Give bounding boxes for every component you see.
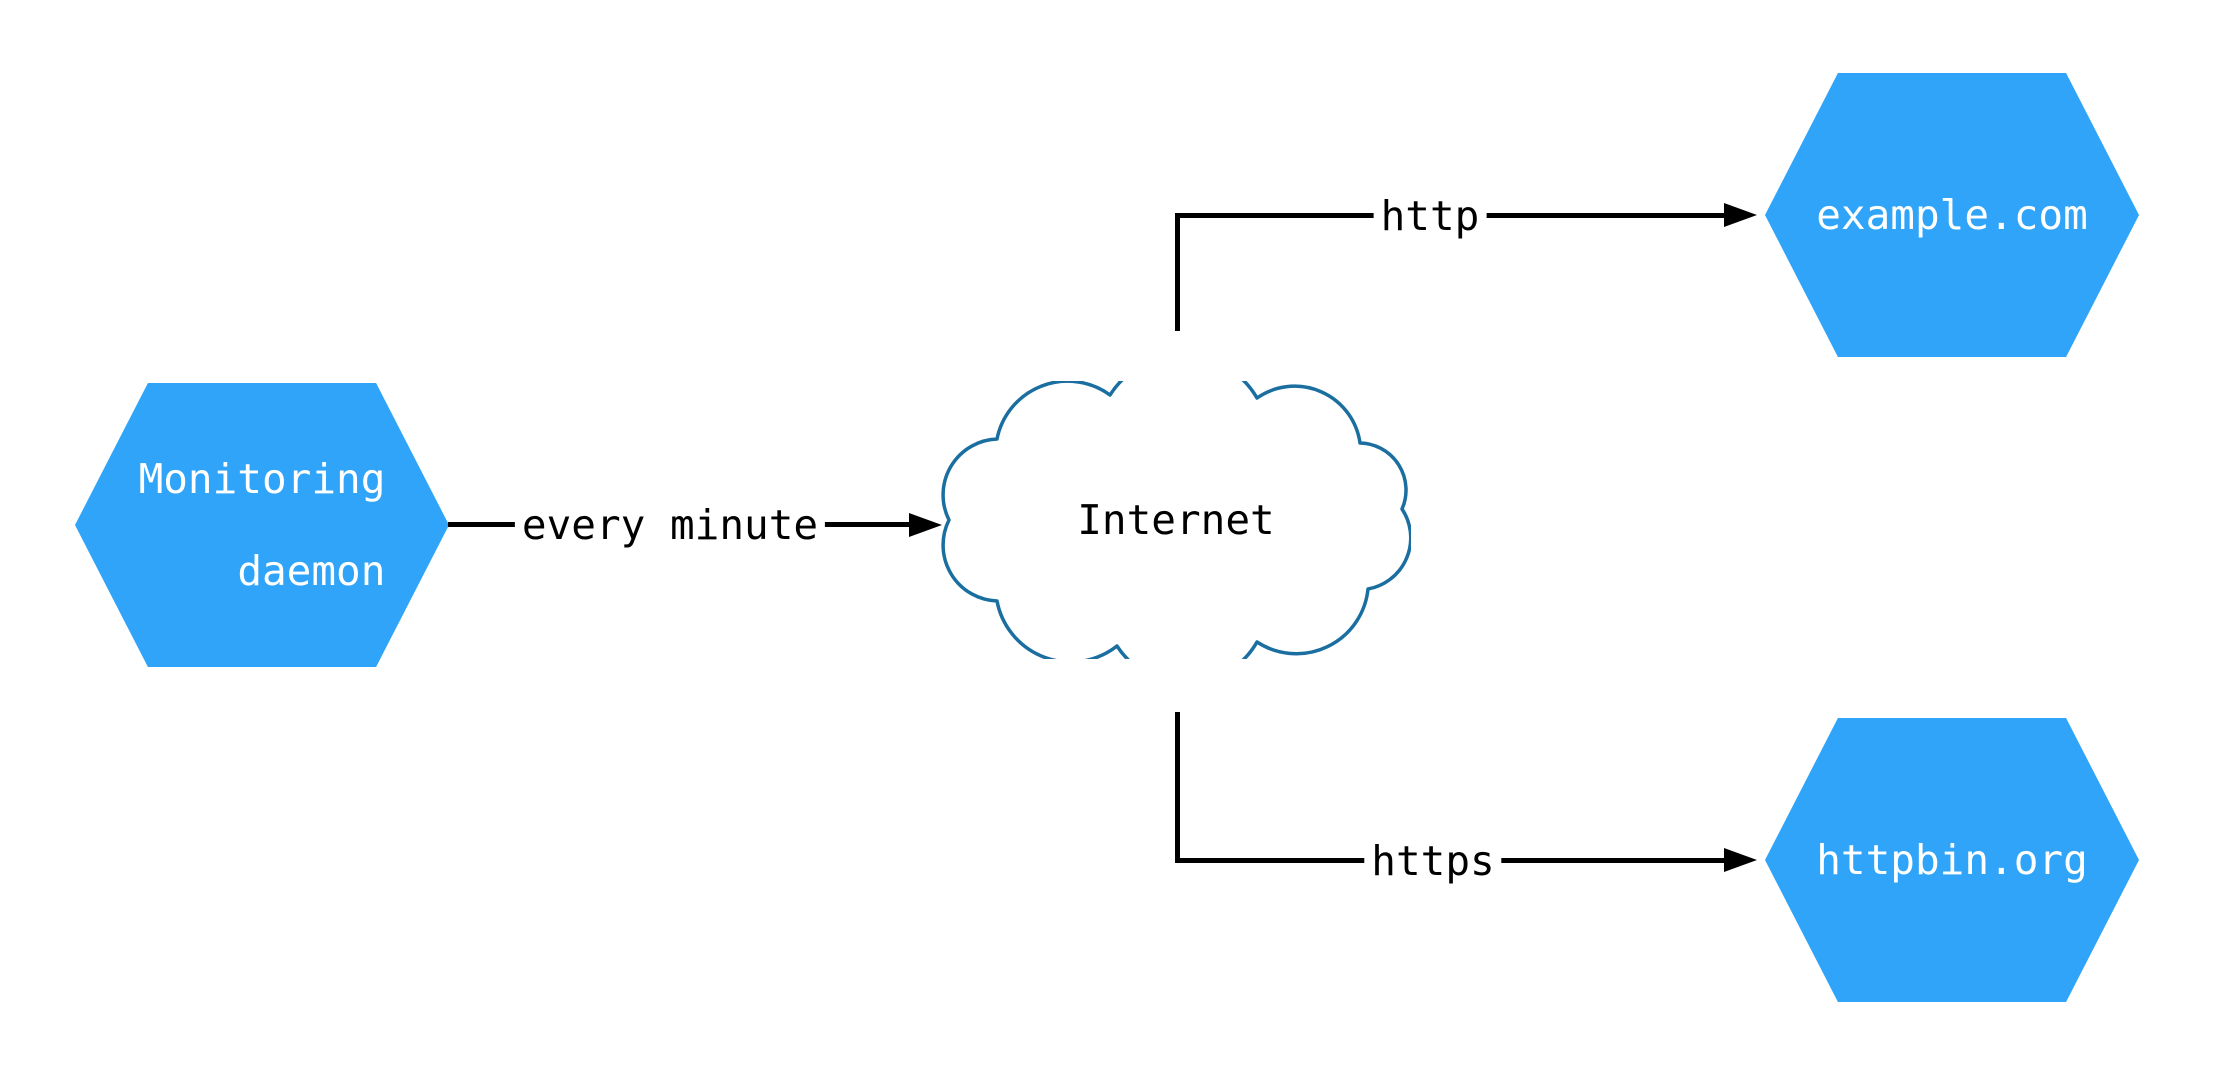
monitoring-daemon-label-line1: Monitoring <box>138 455 386 503</box>
node-monitoring-daemon: Monitoring daemon <box>75 383 449 667</box>
edge-https-vertical-line <box>1175 712 1180 863</box>
edge-http-vertical-line <box>1175 213 1180 331</box>
node-example-com: example.com <box>1765 73 2139 357</box>
node-internet: Internet <box>941 381 1411 659</box>
monitoring-daemon-label: Monitoring daemon <box>139 456 386 594</box>
edge-http-arrowhead-icon <box>1724 203 1757 227</box>
internet-cloud-label: Internet <box>1077 496 1275 544</box>
edge-every-minute-arrowhead-icon <box>909 513 942 537</box>
example-com-label: example.com <box>1816 191 2088 239</box>
monitoring-daemon-label-line2: daemon <box>237 547 386 595</box>
edge-https-label: https <box>1364 837 1502 885</box>
cloud-icon <box>941 381 1411 659</box>
edge-every-minute-label: every minute <box>514 501 826 549</box>
edge-https-arrowhead-icon <box>1724 848 1757 872</box>
edge-http-label: http <box>1373 192 1487 240</box>
httpbin-org-label: httpbin.org <box>1816 836 2088 884</box>
node-httpbin-org: httpbin.org <box>1765 718 2139 1002</box>
